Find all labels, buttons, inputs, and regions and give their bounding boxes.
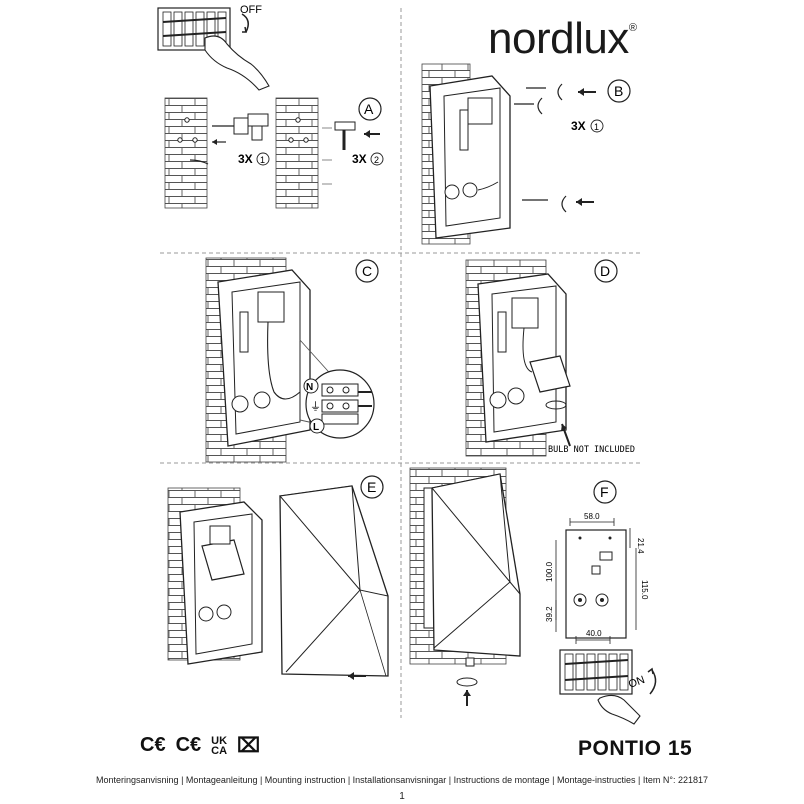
step-a-label: A <box>364 101 374 117</box>
page-number: 1 <box>399 791 405 802</box>
panel-e-fixture <box>167 487 263 665</box>
panel-d-fixture <box>465 259 571 457</box>
step-e-label-group: E <box>360 475 384 499</box>
wiring-live-label: L <box>313 422 319 433</box>
step-d-label-group: D <box>594 259 618 283</box>
step-a-num-2: 2 <box>374 155 379 165</box>
dim-top-offset: 21.4 <box>636 538 645 554</box>
step-a-label-group: A <box>358 97 382 121</box>
step-c-label: C <box>362 263 372 279</box>
brand-registered-mark: ® <box>628 22 637 34</box>
step-b-label-group: B <box>607 79 631 103</box>
ukca-top: UK <box>211 734 228 747</box>
bulb-not-included-note: BULB NOT INCLUDED <box>548 445 635 455</box>
panel-b-screws <box>514 83 596 213</box>
off-label: OFF <box>240 4 262 16</box>
breaker-on-illustration <box>559 649 657 725</box>
panel-e-cover <box>279 485 389 680</box>
panel-a-wall-2 <box>275 97 332 209</box>
wiring-n-group: N <box>303 378 319 394</box>
footer-languages: Monteringsanvisning | Montageanleitung |… <box>96 775 708 785</box>
step-a-num-1: 1 <box>260 155 265 165</box>
product-name: PONTIO 15 <box>578 737 693 760</box>
panel-b-fixture-back <box>421 63 511 245</box>
dim-height-left: 100.0 <box>545 561 554 582</box>
panel-dividers <box>160 8 640 718</box>
panel-a-hammer <box>334 121 380 150</box>
step-b-count: 3X <box>571 119 586 133</box>
breaker-off-illustration <box>157 7 270 91</box>
wiring-l-group: L <box>309 418 325 434</box>
brand-name: nordlux <box>488 14 629 63</box>
ukca-bottom: CA <box>211 744 228 757</box>
panel-f-dimension-drawing <box>555 518 637 644</box>
dim-top-width: 58.0 <box>584 512 600 521</box>
dim-height-right: 115.0 <box>640 580 649 600</box>
dim-bottom-left: 39.2 <box>545 606 554 622</box>
step-a-count-2: 3X <box>352 152 367 166</box>
panel-a-wall-1 <box>164 97 209 209</box>
wiring-neutral-label: N <box>306 382 313 393</box>
brand-logo: nordlux® <box>488 14 637 64</box>
step-a-count-1: 3X <box>238 152 253 166</box>
panel-c-wiring-zoom <box>305 369 375 439</box>
step-f-label: F <box>600 484 609 500</box>
step-c-label-group: C <box>355 259 379 283</box>
panel-f-mounted-fixture <box>409 467 521 706</box>
certification-marks: C€ C€ UK CA ⌧ <box>140 733 260 758</box>
panel-c-fixture <box>205 257 337 463</box>
ce-mark-2-icon: C€ <box>175 734 202 756</box>
earth-icon: ⏚ <box>310 400 321 413</box>
step-f-label-group: F <box>593 480 617 504</box>
ce-mark-icon: C€ <box>140 734 166 756</box>
on-label: ON <box>627 674 647 691</box>
step-d-label: D <box>600 263 610 279</box>
step-e-label: E <box>367 479 376 495</box>
step-b-num: 1 <box>594 122 599 132</box>
step-b-label: B <box>614 83 623 99</box>
panel-a-drill <box>212 113 269 145</box>
dim-bottom-width: 40.0 <box>586 629 602 638</box>
ukca-mark-icon: UK CA <box>211 734 228 757</box>
weee-bin-icon: ⌧ <box>237 735 261 757</box>
